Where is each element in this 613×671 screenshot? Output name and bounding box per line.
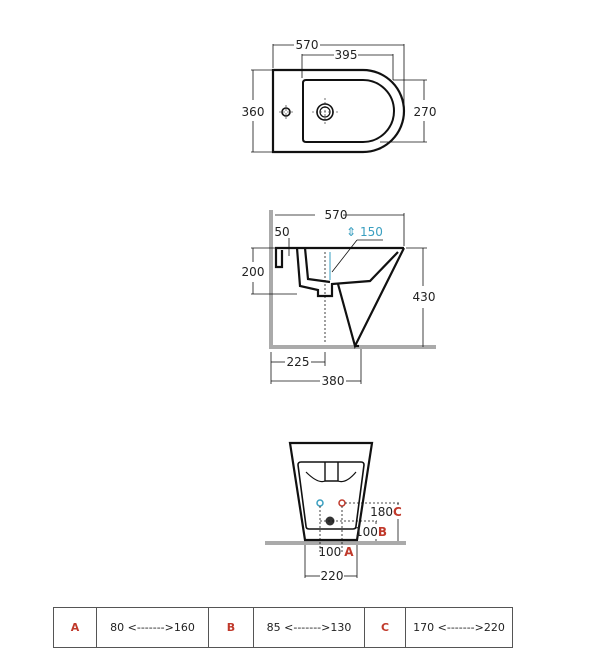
table-range-a: 80 <------->160: [96, 607, 209, 648]
side-adjust-label: 150: [360, 225, 383, 239]
table-key-b: B: [208, 607, 254, 648]
top-basin-width-label: 270: [414, 105, 437, 119]
front-view: [265, 441, 406, 578]
side-tap-offset-label: 50: [274, 225, 289, 239]
top-width-label: 360: [242, 105, 265, 119]
side-pedestal-distance-label: 380: [322, 374, 345, 388]
tap-hole: [281, 107, 291, 117]
side-rim-depth-label: 200: [242, 265, 265, 279]
front-base-width-label: 220: [321, 569, 344, 583]
side-length-label: 570: [325, 208, 348, 222]
top-basin-length-label: 395: [335, 48, 358, 62]
side-drain-distance-label: 225: [287, 355, 310, 369]
adjust-arrows-icon: ⇕: [346, 225, 356, 239]
top-length-label: 570: [296, 38, 319, 52]
table-range-c: 170 <------->220: [405, 607, 513, 648]
cold-water-inlet: [316, 499, 324, 507]
hot-water-inlet: [338, 499, 346, 507]
wall: [269, 210, 273, 349]
adjustment-range-table: A 80 <------->160 B 85 <------->130 C 17…: [53, 607, 513, 648]
top-view: [251, 44, 427, 154]
table-key-c: C: [364, 607, 406, 648]
front-b-height-label: 100B: [355, 525, 387, 539]
table-row: A 80 <------->160 B 85 <------->130 C 17…: [53, 607, 513, 648]
side-view: [251, 210, 436, 384]
floor: [265, 541, 406, 545]
table-range-b: 85 <------->130: [253, 607, 365, 648]
floor: [269, 345, 436, 349]
front-c-height-label: 180C: [370, 505, 402, 519]
side-height-label: 430: [413, 290, 436, 304]
table-key-a: A: [53, 607, 97, 648]
